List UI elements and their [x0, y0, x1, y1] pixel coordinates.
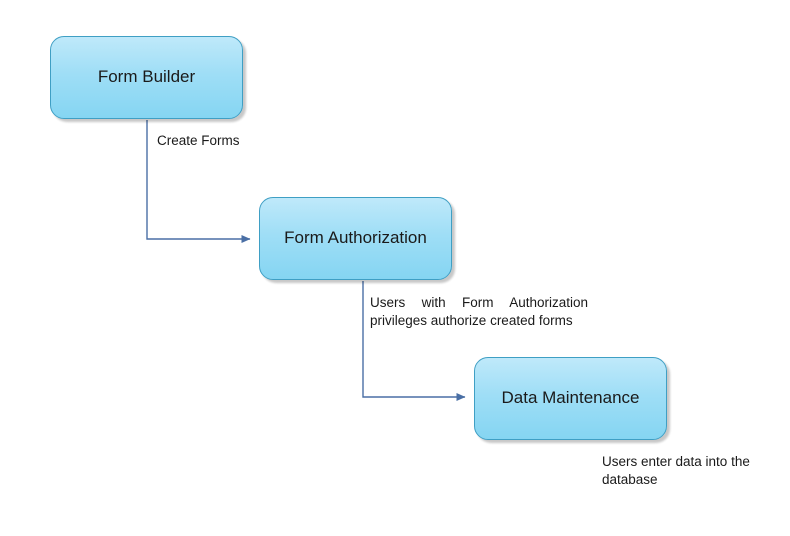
annotation-users-enter-data: Users enter data into the database: [602, 454, 750, 487]
node-data-maintenance[interactable]: Data Maintenance: [474, 357, 667, 440]
connector-users-authorize: [362, 281, 466, 401]
node-data-maintenance-label: Data Maintenance: [501, 388, 640, 408]
node-form-authorization[interactable]: Form Authorization: [259, 197, 452, 280]
node-form-builder[interactable]: Form Builder: [50, 36, 243, 119]
edge-label-users-authorize: Users with Form Authorization privileges…: [370, 295, 588, 328]
connector-create-forms: [146, 120, 251, 243]
node-form-builder-label: Form Builder: [97, 67, 196, 87]
edge-label-create-forms: Create Forms: [157, 133, 240, 148]
node-form-authorization-label: Form Authorization: [284, 228, 427, 248]
